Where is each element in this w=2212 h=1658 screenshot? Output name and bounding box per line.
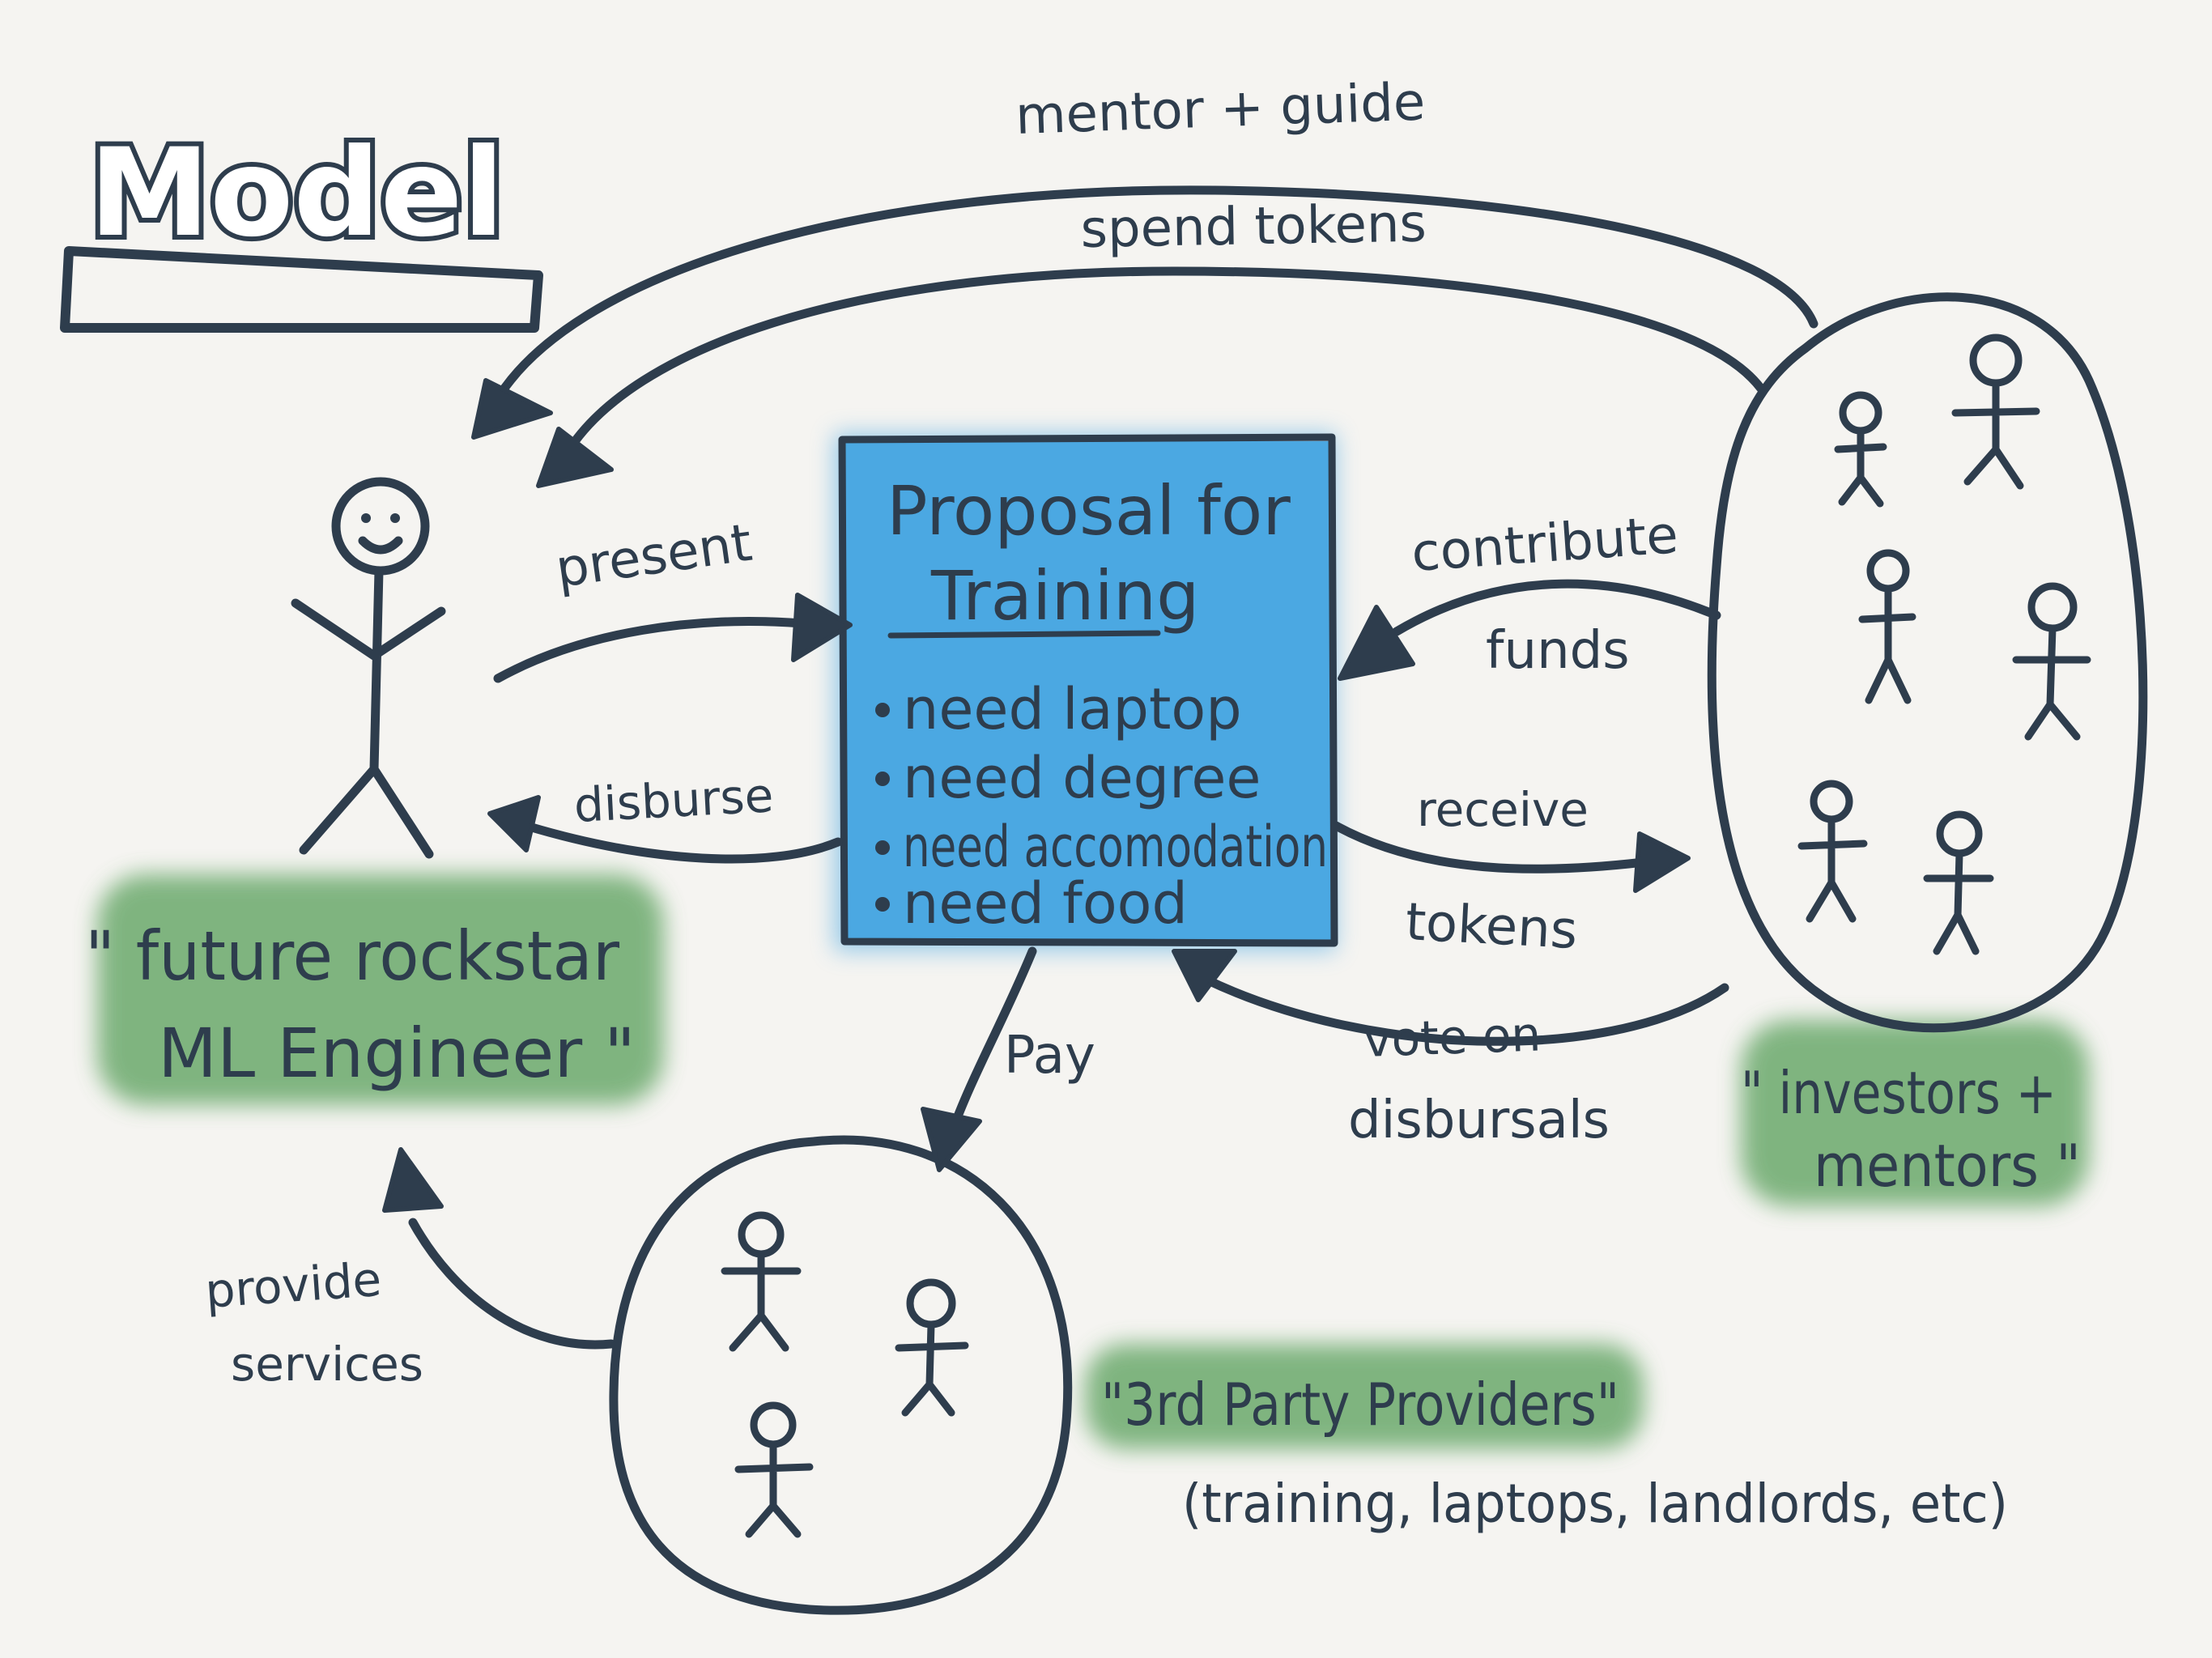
proposal-item: need degree bbox=[903, 745, 1261, 811]
label-investors-line2: mentors " bbox=[1814, 1132, 2081, 1200]
proposal-fill bbox=[842, 441, 1332, 943]
arrow-receive-tokens bbox=[1331, 821, 1648, 874]
arrow-present bbox=[493, 617, 806, 683]
investor-figure-icon bbox=[1834, 391, 1887, 508]
arrowhead-icon bbox=[382, 1147, 444, 1213]
arrow-labels: mentor + guide spend tokens present disb… bbox=[203, 72, 1680, 1392]
engineer-smile-icon bbox=[358, 536, 403, 555]
label-providers-examples: (training, laptops, landlords, etc) bbox=[1182, 1473, 2008, 1535]
arrowheads bbox=[382, 378, 1691, 1213]
arrow-spend-tokens bbox=[562, 266, 1766, 458]
label-funds: funds bbox=[1486, 621, 1630, 681]
investor-figure-icon bbox=[1923, 810, 1994, 955]
providers-group bbox=[609, 1135, 1073, 1615]
provider-figure-icon bbox=[721, 1211, 802, 1352]
arrowhead-icon bbox=[1633, 831, 1691, 893]
label-disbursals: disbursals bbox=[1348, 1090, 1610, 1150]
label-investors-line1: " investors + bbox=[1741, 1059, 2057, 1127]
highlight-investors bbox=[1741, 1020, 2089, 1206]
proposal-title-underline bbox=[887, 630, 1161, 639]
investor-figure-icon bbox=[1797, 780, 1868, 923]
label-provide: provide bbox=[203, 1252, 383, 1319]
engineer-stick-figure bbox=[291, 477, 446, 859]
arrow-mentor-guide bbox=[489, 185, 1819, 410]
highlight-providers bbox=[1085, 1344, 1644, 1449]
proposal-item: need accomodation bbox=[903, 814, 1328, 880]
label-vote-on: vote on bbox=[1363, 1006, 1542, 1068]
provider-figure-icon bbox=[895, 1278, 969, 1417]
highlight-rockstar bbox=[97, 874, 664, 1105]
investor-figure-icon bbox=[1858, 549, 1916, 704]
arrow-provide-services bbox=[408, 1218, 616, 1350]
label-pay: Pay bbox=[1004, 1026, 1095, 1086]
title-underline-bar bbox=[60, 246, 543, 333]
label-present: present bbox=[552, 513, 755, 600]
proposal-title-line2: Training bbox=[930, 556, 1199, 636]
investor-figure-icon bbox=[2012, 582, 2091, 741]
arrowhead-icon bbox=[1338, 605, 1415, 681]
investor-figure-icon bbox=[1951, 334, 2040, 490]
bullet-icon bbox=[875, 772, 890, 786]
label-services: services bbox=[231, 1337, 423, 1392]
proposal-title-line1: Proposal for bbox=[887, 471, 1291, 551]
bullet-icon bbox=[875, 703, 890, 717]
arrow-lines bbox=[408, 185, 1819, 1350]
bullet-icon bbox=[875, 840, 890, 855]
label-spend-tokens: spend tokens bbox=[1080, 194, 1427, 260]
proposal-box: Proposal for Training need laptop need d… bbox=[834, 433, 1338, 951]
green-highlights bbox=[97, 874, 2089, 1449]
arrow-pay bbox=[946, 946, 1037, 1138]
proposal-item-list: need laptop need degree need accomodatio… bbox=[875, 676, 1328, 937]
label-disburse: disburse bbox=[572, 767, 775, 833]
label-providers: "3rd Party Providers" bbox=[1101, 1371, 1619, 1439]
label-receive: receive bbox=[1417, 782, 1589, 837]
group-labels: " future rockstar ML Engineer " " invest… bbox=[85, 916, 2081, 1535]
investors-group bbox=[1707, 292, 2148, 1033]
engineer-head bbox=[331, 477, 430, 576]
arrow-vote-disbursals bbox=[1202, 975, 1729, 1046]
arrowhead-icon bbox=[921, 1107, 982, 1172]
providers-circle bbox=[609, 1135, 1073, 1615]
engineer-body bbox=[369, 566, 384, 774]
arrowhead-icon bbox=[1172, 949, 1237, 1002]
engineer-legs bbox=[299, 764, 434, 859]
title-block: Model bbox=[60, 118, 543, 333]
label-tokens: tokens bbox=[1404, 892, 1579, 961]
arrowhead-icon bbox=[487, 795, 541, 852]
arrowhead-icon bbox=[536, 427, 614, 488]
proposal-item: need food bbox=[903, 870, 1188, 937]
engineer-eye-icon bbox=[361, 513, 371, 523]
engineer-eye-icon bbox=[390, 513, 400, 523]
arrow-disburse bbox=[521, 821, 843, 864]
engineer-arms bbox=[291, 598, 446, 661]
proposal-border bbox=[838, 433, 1338, 947]
arrowhead-icon bbox=[791, 593, 853, 662]
label-rockstar-line2: ML Engineer " bbox=[158, 1014, 636, 1093]
bullet-icon bbox=[875, 897, 890, 912]
investors-circle bbox=[1707, 292, 2148, 1033]
proposal-item: need laptop bbox=[903, 676, 1242, 742]
provider-figure-icon bbox=[734, 1401, 814, 1538]
title-model: Model bbox=[89, 123, 504, 264]
arrow-contribute-funds bbox=[1392, 579, 1721, 636]
label-rockstar-line1: " future rockstar bbox=[85, 916, 619, 996]
label-contribute: contribute bbox=[1410, 505, 1680, 584]
label-mentor-guide: mentor + guide bbox=[1015, 72, 1426, 147]
arrowhead-icon bbox=[471, 378, 553, 440]
